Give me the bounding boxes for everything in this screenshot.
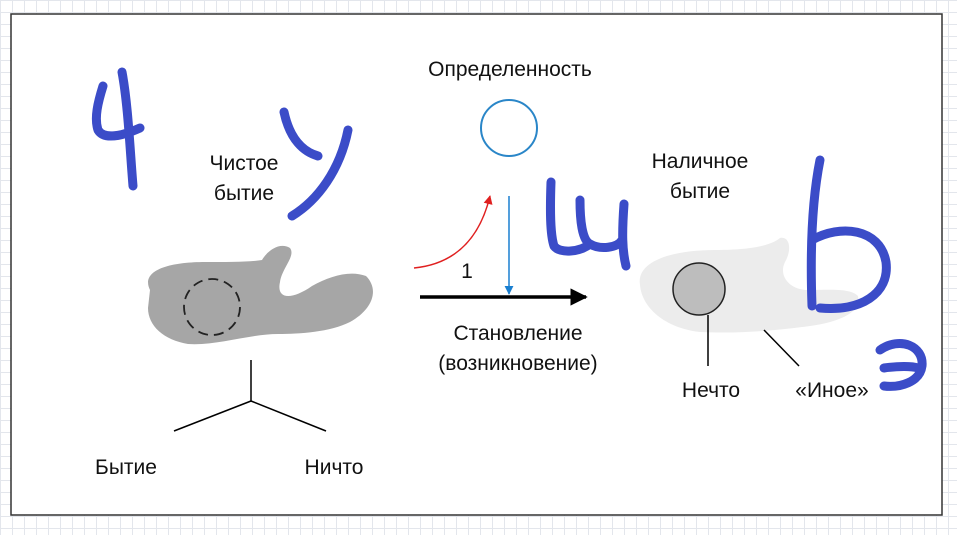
handwritten-letter-soft-sign [806,155,891,314]
dashed-circle [183,278,241,336]
something-circle [672,262,726,316]
pure-being-label-line1: Чистое [210,152,279,175]
being-label: Бытие [95,456,157,479]
becoming-label-line2: (возникновение) [438,352,597,375]
other-label: «Иное» [795,379,868,402]
other-line [763,329,800,367]
determinate-being-label-line1: Наличное [652,150,749,173]
red-curved-arrow [413,195,493,269]
tree-branch-right [250,400,327,432]
arrow-number-label: 1 [461,260,473,283]
handwritten-letter-e [875,338,927,391]
pure-being-label-line2: бытие [214,182,274,205]
determinate-being-label-line2: бытие [670,180,730,203]
handwritten-sha-text: Ш [586,267,587,269]
handwritten-letter-che [91,67,145,191]
pure-being-blob [148,245,373,345]
slide-frame [10,13,943,516]
tree-branch-left [173,400,252,432]
determinacy-circle [480,99,538,157]
handwritten-letter-sha [545,177,631,271]
determinacy-label: Определенность [428,58,592,81]
something-label: Нечто [682,379,740,402]
handwritten-letter-u [279,107,353,221]
nothing-label: Ничто [305,456,364,479]
becoming-label-line1: Становление [453,322,582,345]
